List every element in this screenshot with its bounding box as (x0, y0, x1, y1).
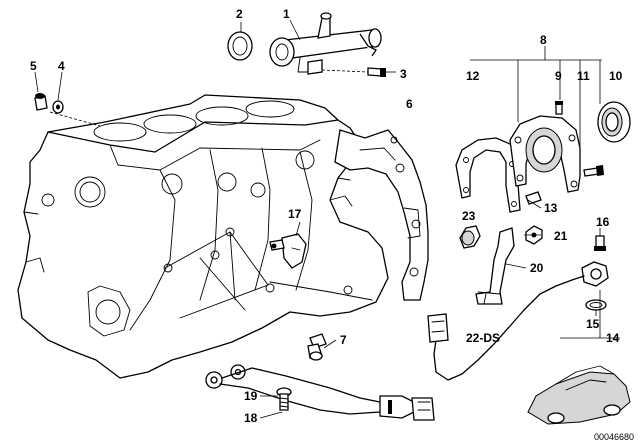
shaft-seal-part-10 (597, 101, 631, 143)
coolant-pipe-part (269, 12, 382, 75)
label-15: 15 (586, 317, 600, 331)
label-7: 7 (340, 333, 347, 347)
seal-carrier-part-8 (509, 115, 581, 193)
sensor-part-17 (269, 233, 307, 269)
gasket-part-12 (455, 137, 521, 213)
o-ring-part-15 (585, 299, 607, 311)
screw-part-19 (276, 387, 292, 411)
label-20: 20 (530, 261, 544, 275)
bushing-part-23 (459, 225, 481, 249)
dowel-part-13 (525, 191, 542, 205)
label-1: 1 (283, 7, 290, 21)
label-12: 12 (466, 69, 480, 83)
label-9: 9 (555, 69, 562, 83)
washer-part-4 (52, 100, 64, 114)
engine-block (17, 94, 389, 379)
label-14: 14 (606, 331, 620, 345)
vehicle-thumbnail (527, 365, 631, 425)
sensor-part-14 (427, 261, 609, 381)
label-8: 8 (540, 33, 547, 47)
label-21: 21 (554, 229, 568, 243)
label-10: 10 (609, 69, 623, 83)
label-18: 18 (244, 411, 258, 425)
label-17: 17 (288, 207, 302, 221)
label-6: 6 (406, 97, 413, 111)
knock-sensor-harness-part-18 (205, 364, 435, 421)
plug-part-5 (34, 93, 48, 111)
bolt-part-3 (321, 67, 386, 77)
label-19: 19 (244, 389, 258, 403)
bolt-part-16 (594, 235, 606, 251)
part-labels: 1 2 3 4 5 6 7 8 9 10 11 12 13 14 15 16 1… (30, 7, 634, 442)
gasket-part-6 (334, 129, 429, 301)
ring-seal-part (227, 31, 253, 61)
bolt-part-11 (583, 165, 604, 177)
label-11: 11 (577, 69, 590, 83)
leader-lines (34, 19, 620, 419)
label-4: 4 (58, 59, 65, 73)
label-23: 23 (462, 209, 476, 223)
reference-number: 00046680 (594, 432, 634, 442)
label-22-ds: 22-DS (466, 331, 500, 345)
label-3: 3 (400, 67, 407, 81)
label-16: 16 (596, 215, 610, 229)
plug-part-7 (307, 333, 327, 361)
screw-part-9 (555, 101, 563, 115)
label-5: 5 (30, 59, 37, 73)
label-13: 13 (544, 201, 558, 215)
label-2: 2 (236, 7, 243, 21)
bracket-part-20 (475, 227, 515, 305)
